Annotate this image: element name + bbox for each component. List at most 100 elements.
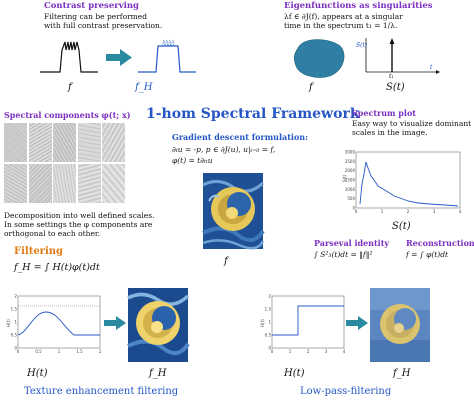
lowpass-ylabel: H(t) <box>260 319 265 327</box>
filtering-caption: Texture enhancement filtering <box>24 386 179 397</box>
eigen-line2: time in the spectrum t₁ = 1/λ. <box>284 21 398 30</box>
lowpass-x-tick-label: 4 <box>343 349 346 354</box>
arrow-right-icon <box>106 49 132 66</box>
texture-x-tick-label: 2 <box>99 349 102 354</box>
component-tile <box>102 123 125 162</box>
lowpass-x-ticks: 0 1 2 3 4 <box>271 349 346 354</box>
signal-fH-ripple <box>161 39 175 47</box>
spectrum-x-tick-label: 2 <box>407 209 410 214</box>
spectrum-line1: Easy way to visualize dominant <box>352 119 472 128</box>
lowpass-caption: Low-pass-filtering <box>300 386 392 397</box>
signal-f <box>40 41 98 73</box>
arrow-right-icon <box>346 316 368 330</box>
eigen-axis-s: S(t) <box>356 42 368 49</box>
lowpass-y-ticks: 2 1.5 1 0.5 0 <box>265 294 272 351</box>
spectrum-x-tick-label: 4 <box>459 209 462 214</box>
component-tile <box>4 163 27 203</box>
filtering-title: Filtering <box>14 246 64 257</box>
eigen-blob-shape <box>293 39 345 78</box>
gd-eq2: φ(t) = t∂ₜₜu <box>172 156 213 165</box>
parseval-title: Parseval identity <box>314 238 390 248</box>
texture-y-tick-label: 0.5 <box>11 333 18 338</box>
spectrum-y-tick-label: 500 <box>347 196 355 201</box>
lowpass-y-tick-label: 0 <box>268 346 271 351</box>
spectrum-y-tick-label: 0 <box>352 206 355 211</box>
component-tile <box>77 123 101 162</box>
component-tile <box>28 163 52 203</box>
lowpass-filter-curve <box>272 305 344 336</box>
texture-x-tick-label: 0 <box>17 349 20 354</box>
spectral-desc2: In some settings the φ components are <box>4 220 153 229</box>
spectrum-label: S(t) <box>392 221 411 232</box>
component-tile <box>77 163 101 203</box>
gd-eq1: ∂ₜu = -p, p ∈ ∂J(u), u|ₜ₌₀ = f, <box>172 145 276 154</box>
spectrum-x-tick-label: 0 <box>355 209 358 214</box>
eigen-label-S: S(t) <box>386 82 405 93</box>
texture-x-tick-label: 1 <box>58 349 61 354</box>
spectrum-ylabel: S(t) <box>342 174 347 182</box>
spectrum-curve <box>359 161 459 207</box>
spectrum-x-tick-label: 3 <box>433 209 436 214</box>
lowpass-x-tick-label: 0 <box>271 349 274 354</box>
texture-x-ticks: 0 0.5 1 1.5 2 <box>17 349 102 354</box>
component-tile <box>53 163 76 203</box>
spectrum-y-tick-label: 2000 <box>345 168 356 173</box>
filtering-label-fH: f_H <box>149 368 167 379</box>
eigen-tick-t1: t₁ <box>389 73 394 80</box>
lowpass-y-tick-label: 1 <box>268 320 271 325</box>
texture-x-tick-label: 1.5 <box>76 349 83 354</box>
texture-x-tick-label: 0.5 <box>35 349 42 354</box>
texture-y-tick-label: 2 <box>14 294 17 299</box>
lowpass-filtered-image <box>370 288 430 362</box>
eigen-line1: λf ∈ ∂J(f), appears at a singular <box>284 12 403 21</box>
lowpass-label-H: H(t) <box>284 368 305 379</box>
lowpass-x-tick-label: 3 <box>325 349 328 354</box>
component-tile <box>4 123 27 162</box>
spectrum-y-tick-label: 1000 <box>345 187 356 192</box>
signal-fH <box>138 45 196 73</box>
component-tile <box>53 123 76 162</box>
spectrum-title: Spectrum plot <box>352 108 416 118</box>
eigen-spectrum-diagram <box>365 38 440 74</box>
texture-y-tick-label: 0 <box>14 346 17 351</box>
lowpass-y-tick-label: 2 <box>268 294 271 299</box>
gd-title: Gradient descent formulation: <box>172 132 309 142</box>
contrast-signals-diagram <box>40 39 196 73</box>
spectral-desc1: Decomposition into well defined scales. <box>4 211 155 220</box>
spectral-desc3: orthogonal to each other. <box>4 229 101 238</box>
spectral-components-grid <box>4 123 128 205</box>
arrow-right-icon <box>104 316 126 330</box>
lowpass-label-fH: f_H <box>393 368 411 379</box>
contrast-title: Contrast preserving <box>44 1 139 11</box>
lowpass-x-tick-label: 1 <box>289 349 292 354</box>
contrast-line2: with full contrast preservation. <box>44 21 163 30</box>
texture-y-ticks: 21.510.50 <box>11 294 18 351</box>
filtering-eq: f_H = ∫ H(t)φ(t)dt <box>14 262 100 273</box>
spectral-title: Spectral components φ(t; x) <box>4 110 131 120</box>
reconstruction-eq: f = ∫ φ(t)dt <box>406 250 449 259</box>
framework-title: 1-hom Spectral Framework <box>146 106 360 122</box>
contrast-label-f: f <box>68 82 72 93</box>
eigen-axis-t: t <box>430 64 433 71</box>
spectrum-x-tick-label: 1 <box>381 209 384 214</box>
lowpass-y-tick-label: 0.5 <box>265 333 272 338</box>
component-tile <box>28 123 52 162</box>
starry-night-image <box>202 173 265 250</box>
texture-y-tick-label: 1 <box>14 320 17 325</box>
filtering-label-H: H(t) <box>27 368 48 379</box>
spectrum-line2: scales in the image. <box>352 128 428 137</box>
lowpass-y-tick-label: 1.5 <box>265 307 272 312</box>
spectrum-y-tick-label: 2500 <box>345 159 356 164</box>
contrast-line1: Filtering can be performed <box>44 12 148 21</box>
lowpass-x-tick-label: 2 <box>307 349 310 354</box>
lowpass-filter-chart: 2 1.5 1 0.5 0 0 1 2 3 4 H(t) <box>260 294 346 355</box>
spectrum-x-ticks: 0 1 2 3 4 <box>355 209 462 214</box>
eigen-title: Eigenfunctions as singularities <box>284 1 433 11</box>
eigen-label-f: f <box>309 82 313 93</box>
parseval-eq: ∫ S²₃(t)dt = ‖f‖² <box>314 250 373 259</box>
component-tile <box>102 163 125 203</box>
contrast-label-fH: f_H <box>135 82 153 93</box>
